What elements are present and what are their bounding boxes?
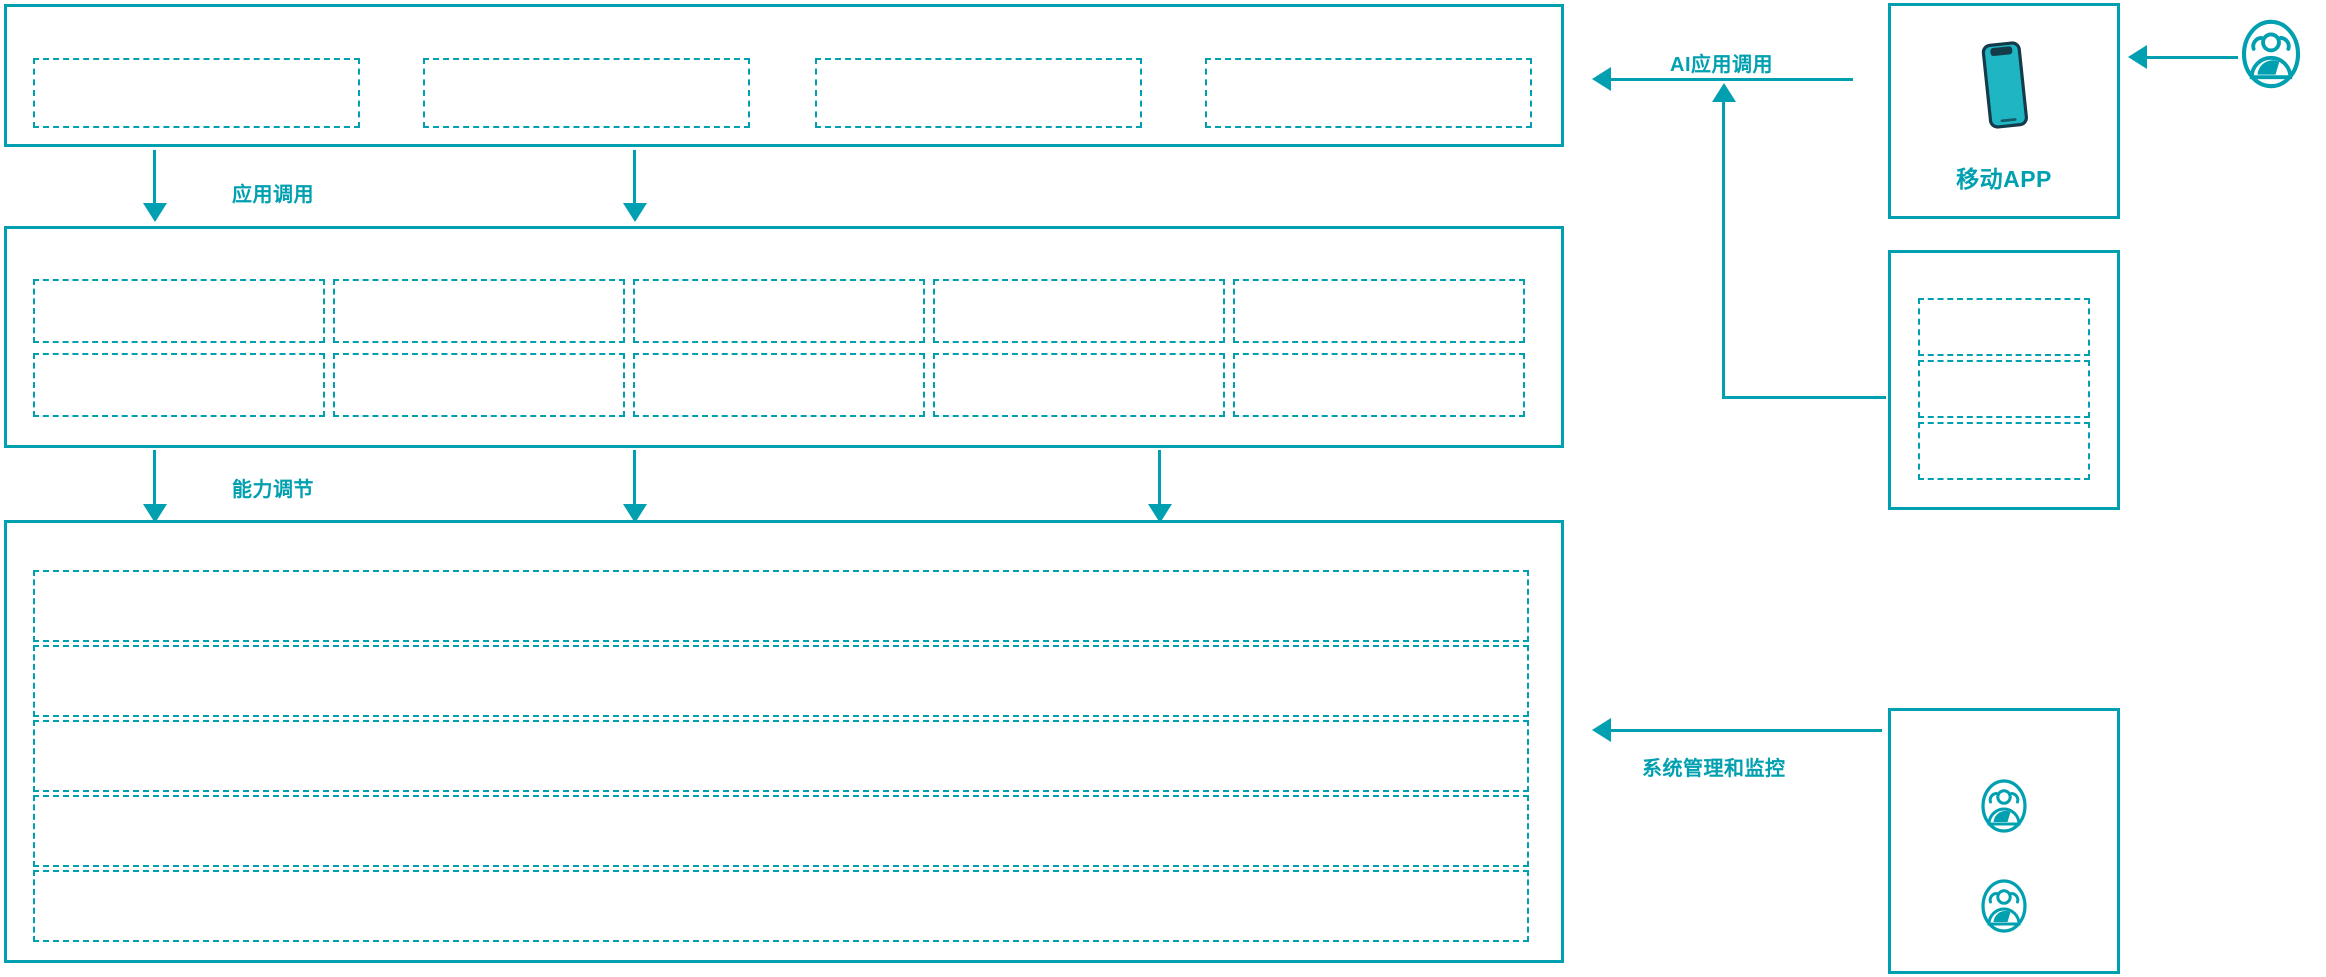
capability-adjust-arrow-2-line bbox=[633, 450, 636, 506]
application-layer-box-3[interactable] bbox=[815, 58, 1142, 128]
capability-layer-box-r2c5[interactable] bbox=[1233, 353, 1525, 417]
channel-to-ai-app-invoke-stem bbox=[1722, 396, 1886, 399]
channel-card[interactable] bbox=[1888, 250, 2120, 510]
channel-to-ai-app-invoke-riser bbox=[1722, 100, 1725, 398]
capability-adjust-arrow-1-line bbox=[153, 450, 156, 506]
end-user-to-mobile-app-arrow-line bbox=[2146, 56, 2238, 59]
operations-card[interactable] bbox=[1888, 708, 2120, 974]
system-manage-monitor-arrow-line bbox=[1610, 729, 1882, 732]
capability-adjust-arrow-3-line bbox=[1158, 450, 1161, 506]
ai-app-invoke-label: AI应用调用 bbox=[1670, 54, 1773, 76]
channel-card-item-2[interactable] bbox=[1918, 360, 2090, 418]
app-invoke-label: 应用调用 bbox=[232, 184, 314, 206]
app-invoke-arrow-2-line bbox=[633, 150, 636, 205]
user-group-icon-operations-1 bbox=[1980, 778, 2028, 834]
mobile-app-card-title: 移动APP bbox=[1956, 166, 2052, 192]
channel-to-ai-app-invoke-riser-head bbox=[1712, 83, 1736, 102]
capability-adjust-arrow-1-head bbox=[143, 504, 167, 523]
capability-layer-box-r2c2[interactable] bbox=[333, 353, 625, 417]
app-invoke-arrow-2-head bbox=[623, 203, 647, 222]
platform-layer-row-2[interactable] bbox=[33, 645, 1529, 717]
channel-card-item-3[interactable] bbox=[1918, 422, 2090, 480]
platform-layer-row-4[interactable] bbox=[33, 795, 1529, 867]
capability-layer-panel bbox=[4, 226, 1564, 448]
end-user-to-mobile-app-arrow-head bbox=[2128, 45, 2147, 69]
end-user-actor-icon bbox=[2240, 18, 2302, 90]
capability-adjust-label: 能力调节 bbox=[232, 479, 314, 501]
ai-app-invoke-arrow-line bbox=[1610, 78, 1853, 81]
channel-card-item-1[interactable] bbox=[1918, 298, 2090, 356]
capability-layer-box-r1c3[interactable] bbox=[633, 279, 925, 343]
application-layer-panel bbox=[4, 4, 1564, 147]
system-manage-monitor-label: 系统管理和监控 bbox=[1642, 758, 1786, 780]
capability-layer-box-r1c2[interactable] bbox=[333, 279, 625, 343]
capability-layer-box-r1c5[interactable] bbox=[1233, 279, 1525, 343]
application-layer-box-1[interactable] bbox=[33, 58, 360, 128]
capability-adjust-arrow-2-head bbox=[623, 504, 647, 523]
platform-layer-row-3[interactable] bbox=[33, 720, 1529, 792]
platform-layer-panel bbox=[4, 520, 1564, 963]
capability-layer-box-r2c3[interactable] bbox=[633, 353, 925, 417]
system-manage-monitor-arrow-head bbox=[1592, 718, 1611, 742]
capability-layer-box-r1c4[interactable] bbox=[933, 279, 1225, 343]
capability-layer-box-r2c1[interactable] bbox=[33, 353, 325, 417]
app-invoke-arrow-1-head bbox=[143, 203, 167, 222]
platform-layer-row-5[interactable] bbox=[33, 870, 1529, 942]
user-group-icon-operations-2 bbox=[1980, 878, 2028, 934]
app-invoke-arrow-1-line bbox=[153, 150, 156, 205]
platform-layer-row-1[interactable] bbox=[33, 570, 1529, 642]
application-layer-box-2[interactable] bbox=[423, 58, 750, 128]
ai-app-invoke-arrow-head bbox=[1592, 67, 1611, 91]
mobile-phone-icon bbox=[1975, 40, 2035, 132]
capability-layer-box-r1c1[interactable] bbox=[33, 279, 325, 343]
capability-adjust-arrow-3-head bbox=[1148, 504, 1172, 523]
application-layer-box-4[interactable] bbox=[1205, 58, 1532, 128]
capability-layer-box-r2c4[interactable] bbox=[933, 353, 1225, 417]
